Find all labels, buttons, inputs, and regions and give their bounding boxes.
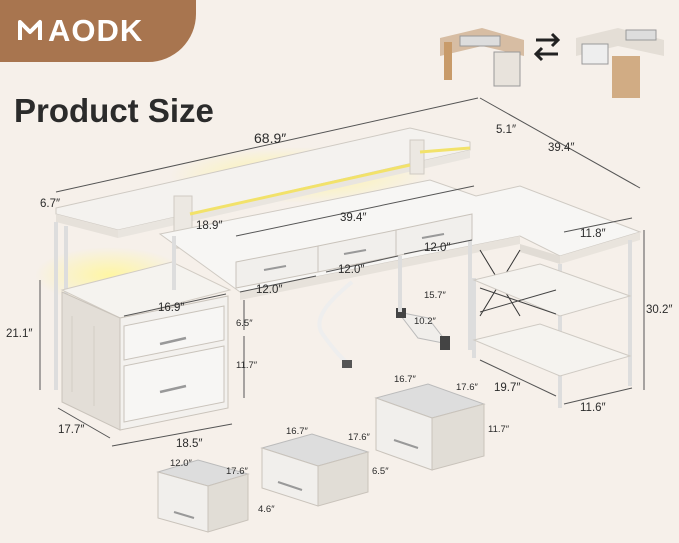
dim-shelf-height: 5.1″: [496, 124, 517, 136]
dim-bin-mid-width: 16.7″: [286, 426, 308, 437]
swap-arrows-icon: [533, 32, 561, 62]
config-thumbnail-right: [576, 28, 664, 98]
dim-side-top: 11.8″: [580, 228, 606, 240]
dim-drawer-span: 39.4″: [340, 212, 367, 224]
dim-side-width: 11.6″: [580, 402, 606, 414]
dim-total-width: 68.9″: [254, 130, 287, 146]
dim-bin-small-depth: 17.6″: [226, 466, 248, 477]
dim-cab-width: 18.5″: [176, 438, 203, 450]
dim-bin-mid-depth: 17.6″: [348, 432, 370, 443]
file-cabinet: [61, 291, 229, 431]
brand-name: AODK: [48, 13, 144, 48]
dim-file-cab-height: 11.7″: [236, 360, 258, 371]
brand-logo: AODK: [0, 0, 196, 62]
dim-drawer-c: 12.0″: [424, 242, 451, 254]
dim-bin-large-height: 11.7″: [488, 424, 510, 435]
desk-drawers: [235, 213, 473, 289]
brand-mark-icon: [18, 20, 42, 40]
dim-drawer-b: 12.0″: [338, 264, 365, 276]
dim-file-drawer-height: 6.5″: [236, 318, 253, 329]
dim-cpu-stand: 15.7″: [424, 290, 446, 301]
dim-cpu-stand-small: 10.2″: [414, 316, 436, 327]
dimension-lines: [39, 97, 645, 447]
side-shelf-unit: [472, 240, 632, 408]
dim-side-depth: 19.7″: [494, 382, 521, 394]
storage-bin-large: [374, 383, 486, 471]
page-title: Product Size: [14, 92, 214, 129]
dim-bin-large-depth: 17.6″: [456, 382, 478, 393]
dim-desk-height: 21.1″: [6, 328, 33, 340]
dim-bin-mid-height: 6.5″: [372, 466, 389, 477]
dim-return-length: 39.4″: [548, 142, 575, 154]
dim-bin-large-width: 16.7″: [394, 374, 416, 385]
dim-bin-small-width: 12.0″: [170, 458, 192, 469]
storage-bin-medium: [260, 433, 370, 507]
config-thumbnail-left: [440, 28, 524, 87]
storage-bin-small: [156, 459, 250, 533]
dim-shelf-depth: 6.7″: [40, 198, 61, 210]
dim-inner-width: 18.9″: [196, 220, 223, 232]
dim-bin-small-height: 4.6″: [258, 504, 275, 515]
dim-cab-depth: 17.7″: [58, 424, 85, 436]
dim-side-height: 30.2″: [646, 304, 673, 316]
dim-file-cab-width: 16.9″: [158, 302, 185, 314]
dim-drawer-a: 12.0″: [256, 284, 283, 296]
